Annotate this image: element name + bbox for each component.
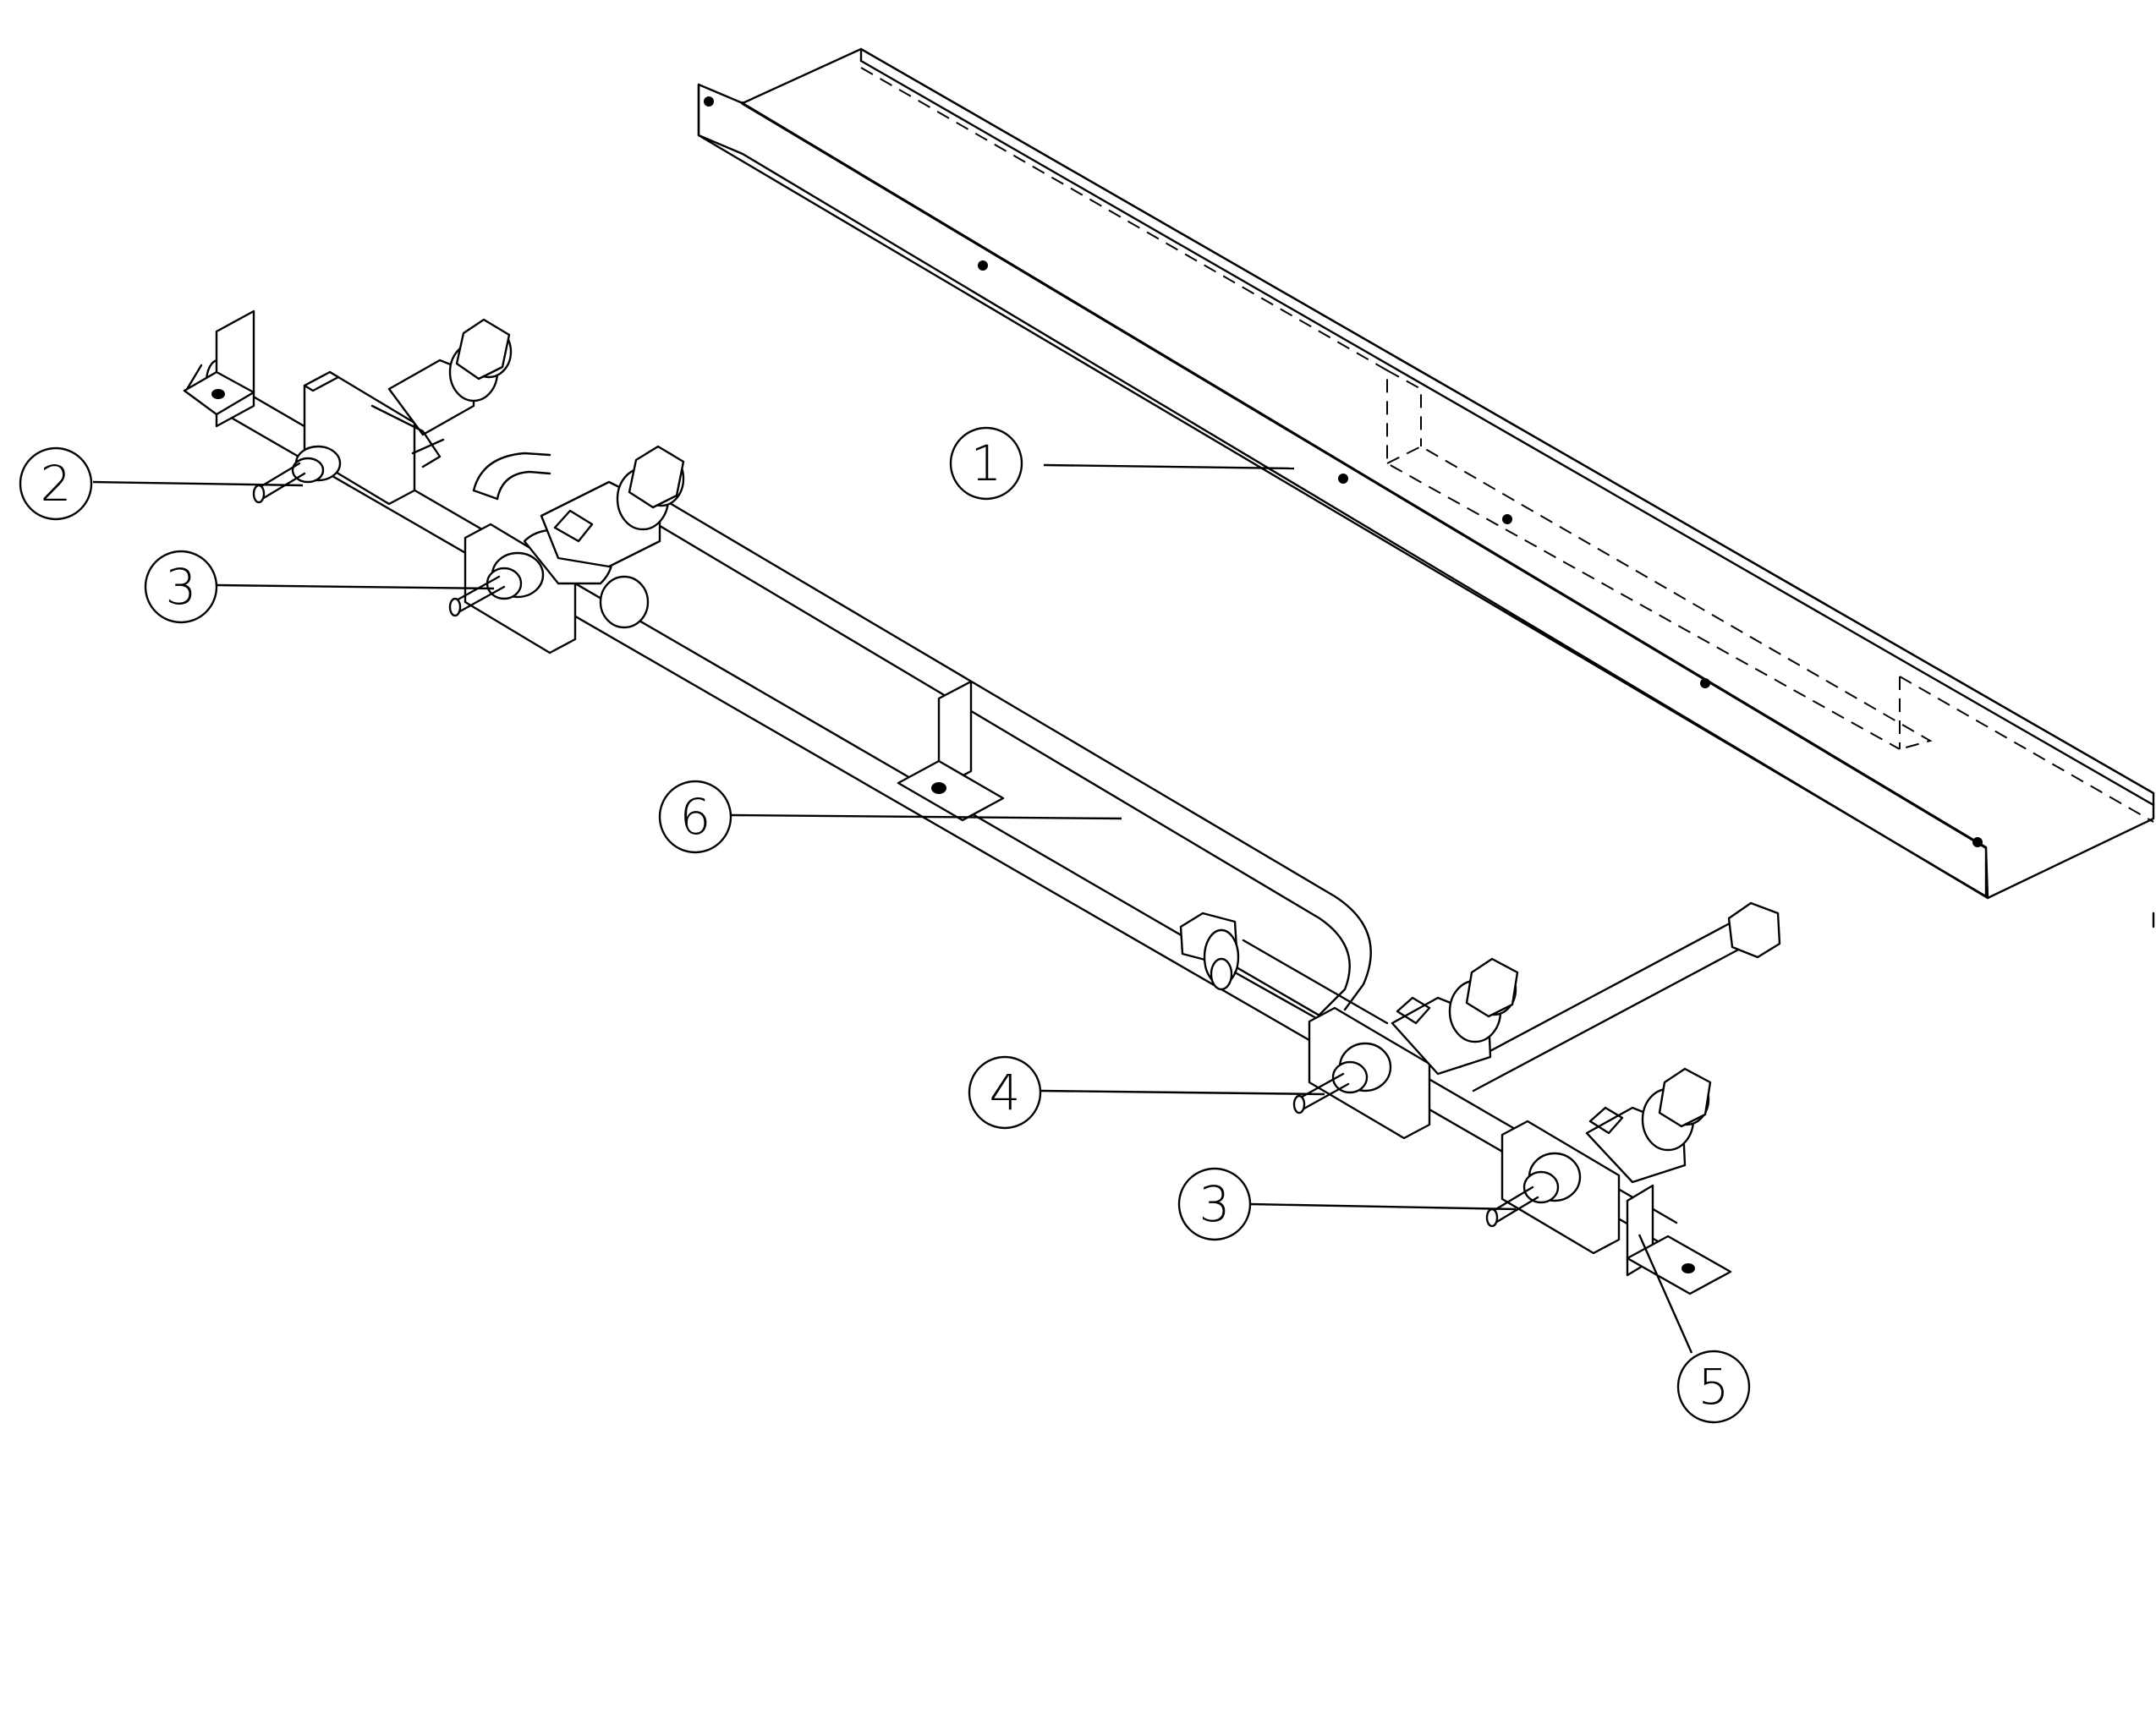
- inlet-fitting: [1179, 912, 1389, 1050]
- callout-1: 1: [949, 426, 1023, 501]
- callout-5-label: 5: [1698, 1358, 1730, 1416]
- callout-5: 5: [1676, 1350, 1751, 1424]
- callout-3b-label: 3: [1199, 1175, 1231, 1233]
- callout-4: 4: [968, 1055, 1042, 1130]
- callout-4-label: 4: [990, 1064, 1021, 1121]
- callout-2: 2: [19, 446, 93, 521]
- valve-assembly-b: [448, 445, 685, 654]
- channel-shield: [697, 47, 2155, 928]
- left-bracket: [183, 309, 255, 428]
- callout-3a: 3: [144, 550, 218, 624]
- callout-3b: 3: [1177, 1167, 1252, 1241]
- middle-support-bracket: [897, 680, 1005, 822]
- valve-assembly-a: [252, 318, 513, 506]
- right-bracket: [1626, 1184, 1732, 1295]
- callout-6: 6: [658, 780, 732, 854]
- callout-1-label: 1: [971, 435, 1002, 492]
- leader-lines: [92, 463, 1693, 1354]
- callout-2-label: 2: [41, 455, 72, 512]
- callout-3a-label: 3: [166, 558, 197, 616]
- valve-assembly-d: [1485, 1067, 1712, 1255]
- cross-pipe: [1458, 901, 1781, 1092]
- callout-6-label: 6: [680, 788, 711, 846]
- valve-assembly-c: [1292, 957, 1519, 1140]
- return-pipe: [472, 452, 1372, 1016]
